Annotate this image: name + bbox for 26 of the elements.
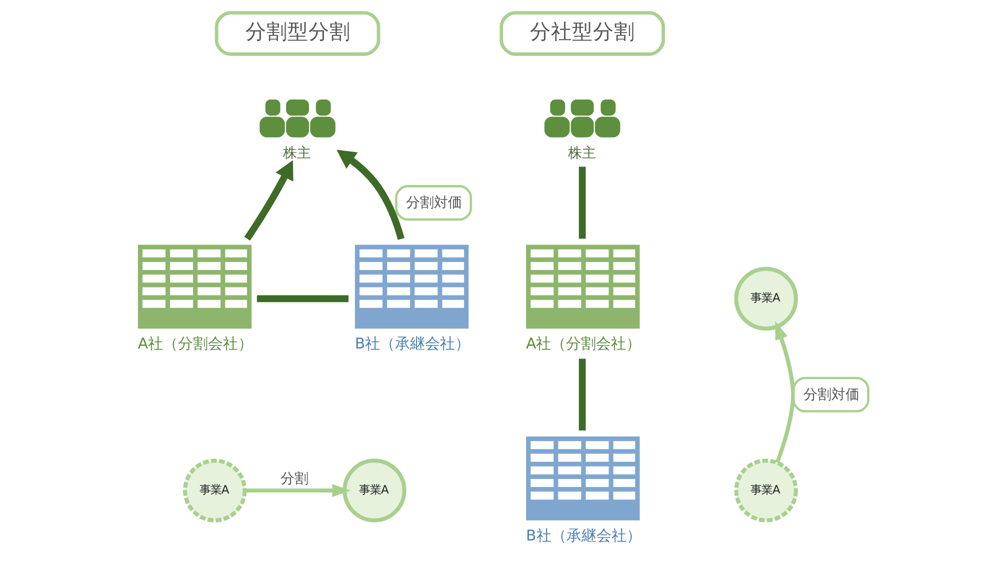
node-circle: 事業A [182,458,246,522]
node-label: 株主 [567,146,596,162]
node-circle: 事業A [734,458,798,522]
arrow [336,150,404,240]
node-box: 分社型分割 [499,11,664,56]
node-circle: 事業A [342,458,406,522]
node-label: A社（分割会社） [137,334,253,353]
edge-label: 分割 [280,471,308,488]
node-circle: 事業A [734,266,798,331]
node-box [526,436,640,520]
arrow [244,160,293,241]
node-label: B社（承継会社） [526,526,641,544]
node-box [137,244,252,329]
node-label: B社（承継会社） [354,334,470,353]
connector [578,358,586,430]
arrow [774,321,795,464]
arrow [244,484,350,497]
connector [256,295,348,302]
edge-label: 分割対価 [802,386,859,403]
edge-label: 分割対価 [406,194,462,211]
connector [578,166,586,239]
node-label: 株主 [282,146,311,162]
node-box [526,244,640,329]
node-box: 分割型分割 [214,11,380,56]
node-box [354,244,468,329]
node-label: A社（分割会社） [526,334,641,353]
